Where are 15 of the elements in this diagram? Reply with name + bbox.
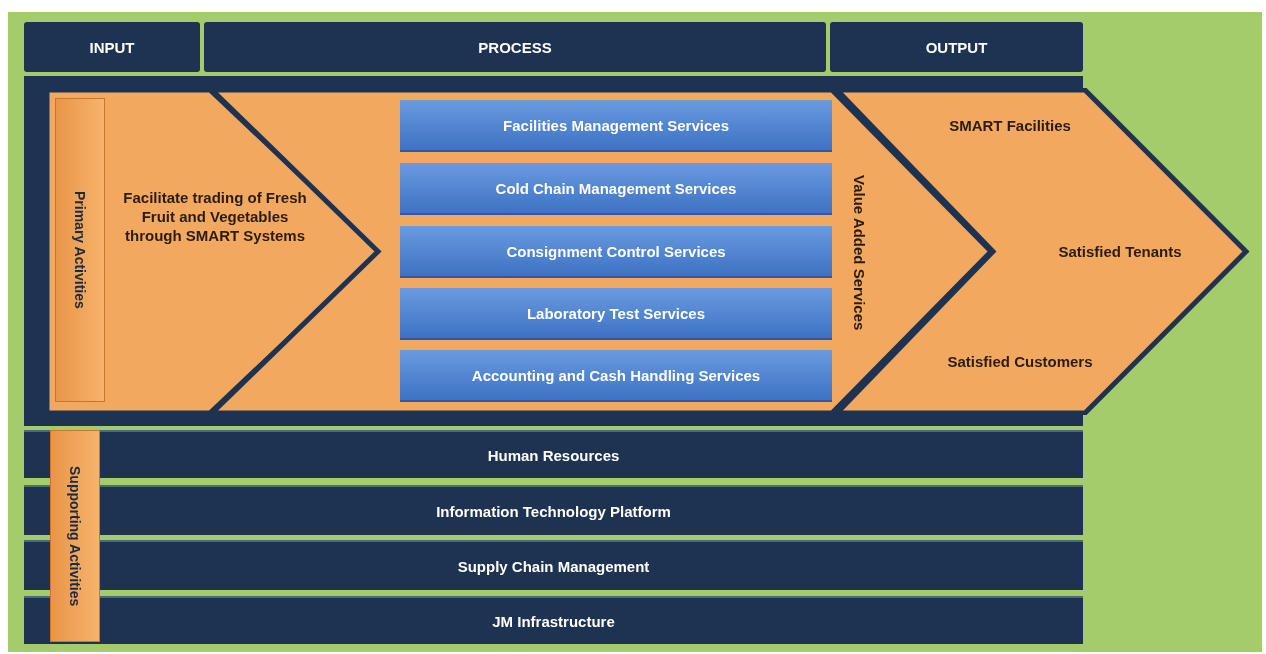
chevron-label: Satisfied Customers: [946, 352, 1094, 371]
service-box: Facilities Management Services: [400, 100, 832, 152]
column-header: PROCESS: [204, 22, 826, 72]
chevron-label: SMART Facilities: [948, 116, 1072, 135]
service-box: Cold Chain Management Services: [400, 163, 832, 215]
column-header: INPUT: [24, 22, 200, 72]
column-header: OUTPUT: [830, 22, 1083, 72]
service-box: Consignment Control Services: [400, 226, 832, 278]
service-box: Laboratory Test Services: [400, 288, 832, 340]
side-tab: Supporting Activities: [50, 430, 100, 642]
side-tab: Primary Activities: [55, 98, 105, 402]
chevron-label: Satisfied Tenants: [1057, 242, 1183, 261]
service-box: Accounting and Cash Handling Services: [400, 350, 832, 402]
chevron-label: Facilitate trading of Fresh Fruit and Vegetables through SMART Systems: [122, 188, 308, 245]
vertical-label: Value Added Services: [850, 174, 869, 333]
